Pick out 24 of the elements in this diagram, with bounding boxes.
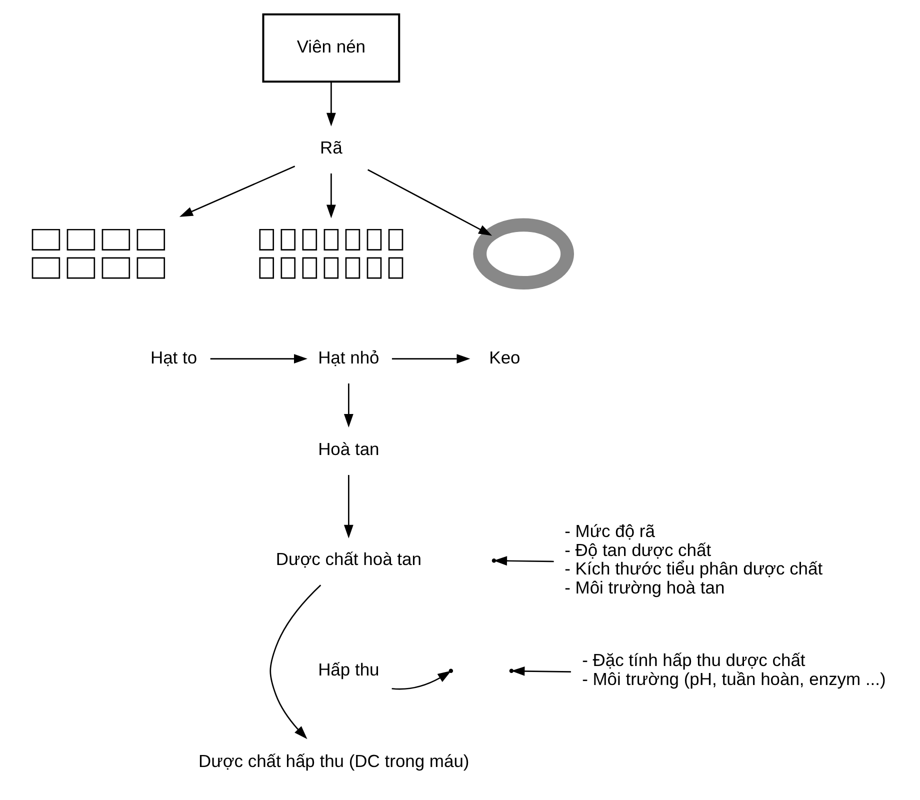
node-text: Hạt to [150, 346, 198, 367]
arrow [210, 354, 308, 363]
arrow [511, 666, 571, 676]
node-text: Hạt nhỏ [318, 346, 380, 367]
node-text: Hoà tan [318, 438, 380, 458]
arrow [326, 82, 336, 126]
arrow [368, 168, 492, 236]
arrow [392, 354, 470, 363]
node-text: Keo [489, 346, 520, 367]
arrow [344, 382, 354, 427]
node-text: Hấp thu [318, 658, 380, 679]
node-text: Dược chất hoà tan [276, 548, 422, 569]
arrow [494, 556, 554, 566]
node-circle [473, 218, 574, 289]
arrow [344, 474, 354, 538]
arrow [179, 165, 296, 216]
arrow [392, 670, 452, 690]
node-text: Dược chất hấp thu (DC trong máu) [198, 750, 470, 770]
node-text: Rã [320, 136, 342, 157]
node-box: Viên nén [262, 12, 400, 82]
node-text: - Mức độ rã - Độ tan dược chất - Kích thước tiểu phân dược chất - Môi trường hoà tan [564, 520, 823, 597]
node-text: - Đặc tính hấp thu dược chất - Môi trường (pH, tuần hoàn, enzym ...) [582, 650, 886, 688]
arrow [270, 584, 322, 739]
arrow [326, 172, 336, 218]
